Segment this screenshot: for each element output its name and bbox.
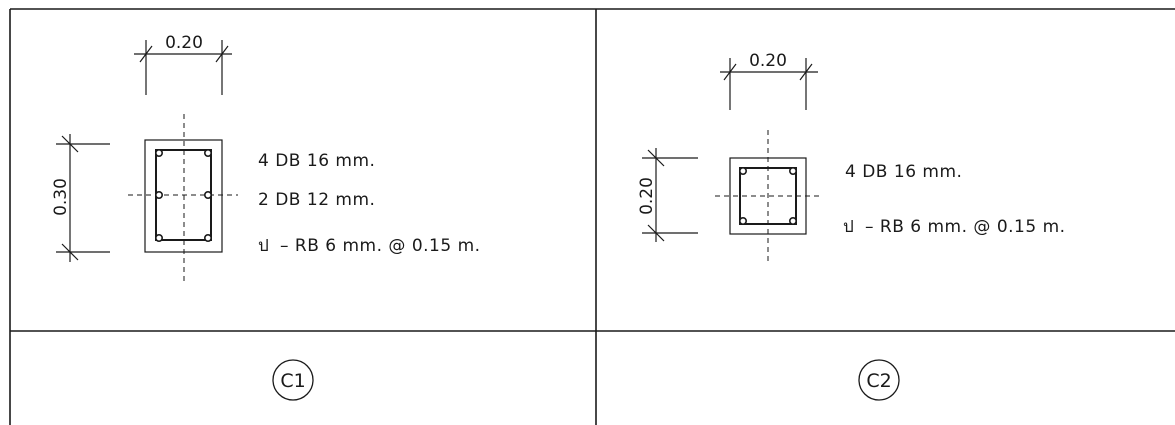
c2-width-label: 0.20 (749, 51, 787, 71)
c2-label-circle (858, 359, 900, 401)
c2-rebar (788, 217, 797, 226)
column-section-c2: 0.20 0.20 4 DB 16 mm. ป – RB 6 mm. @ 0.1… (637, 51, 1066, 401)
c2-height-tick-bottom (647, 224, 665, 242)
c1-stirrup-prefix: ป (258, 236, 269, 256)
c1-height-tick-top (61, 135, 79, 153)
table-frame (9, 8, 1175, 425)
c2-main-bars-note: 4 DB 16 mm. (845, 162, 962, 182)
c1-rebar (155, 191, 164, 200)
c2-width-dimension: 0.20 (720, 51, 818, 110)
c1-width-tick-right (215, 45, 229, 63)
c1-rebar (204, 149, 213, 158)
c1-rebar (204, 191, 213, 200)
c2-width-tick-right (799, 63, 813, 81)
c1-main-bars-note: 4 DB 16 mm. (258, 151, 375, 171)
c1-width-tick-left (139, 45, 153, 63)
c1-label-circle (272, 359, 314, 401)
c1-rebar (155, 149, 164, 158)
c2-label-bubble: C2 (858, 359, 900, 401)
c1-rebar (155, 234, 164, 243)
c2-height-tick-top (647, 149, 665, 167)
c2-rebar (738, 217, 747, 226)
c1-rebar (204, 234, 213, 243)
c1-width-label: 0.20 (165, 33, 203, 53)
c2-width-tick-left (723, 63, 737, 81)
c1-section-drawing (128, 114, 238, 282)
c1-stirrup-note: – RB 6 mm. @ 0.15 m. (280, 236, 481, 256)
c2-height-label: 0.20 (637, 177, 657, 215)
c2-height-dimension: 0.20 (637, 148, 698, 242)
c2-section-drawing (715, 130, 822, 262)
c1-height-dimension: 0.30 (51, 134, 110, 262)
column-section-c1: 0.20 0.30 4 DB 16 mm. 2 DB 12 mm. ป (51, 33, 481, 401)
c2-label: C2 (866, 370, 891, 392)
c2-rebar (738, 167, 747, 176)
c1-width-dimension: 0.20 (134, 33, 232, 95)
c2-stirrup-prefix: ป (843, 217, 854, 237)
c1-side-bars-note: 2 DB 12 mm. (258, 190, 375, 210)
c2-rebar (788, 167, 797, 176)
c1-label-bubble: C1 (272, 359, 314, 401)
c2-stirrup-note: – RB 6 mm. @ 0.15 m. (865, 217, 1066, 237)
c1-height-tick-bottom (61, 243, 79, 261)
c1-height-label: 0.30 (51, 178, 71, 216)
c1-label: C1 (280, 370, 305, 392)
